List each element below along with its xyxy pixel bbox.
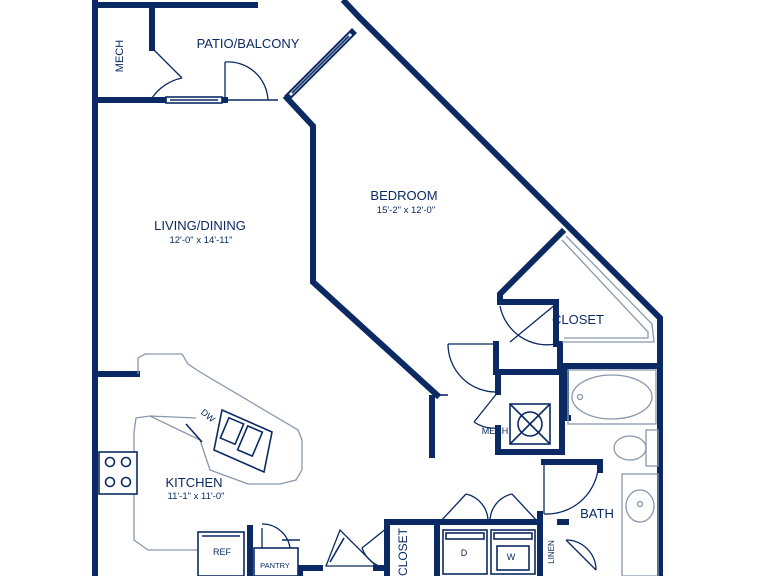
bath-label: BATH	[580, 506, 614, 521]
bath-hall-wall	[541, 459, 603, 473]
kitchen-label: KITCHEN	[165, 475, 222, 490]
exterior-wall-diagonal-east	[340, 0, 663, 371]
vanity-sink	[625, 489, 655, 523]
sink-bowl-left	[219, 416, 245, 446]
washer-label: W	[507, 552, 516, 562]
bedroom-dims: 15'-2" x 12'-0"	[377, 205, 435, 216]
bedroom-door	[437, 343, 497, 396]
washer-panel	[493, 532, 533, 540]
hall-closet-wall	[384, 519, 440, 576]
bath-door	[543, 462, 599, 515]
pantry-label: PANTRY	[260, 561, 290, 570]
bedroom-sliding-door	[284, 28, 357, 101]
doors	[151, 47, 599, 571]
linen-label: LINEN	[547, 540, 556, 564]
hall-mech-wall	[495, 369, 565, 455]
patio-door	[224, 61, 278, 101]
dryer-label: D	[461, 548, 468, 558]
bathtub-basin	[571, 374, 653, 420]
closet-bedroom-label: CLOSET	[552, 312, 604, 327]
bedroom-closet-wall	[497, 227, 567, 347]
patio-label: PATIO/BALCONY	[197, 36, 300, 51]
bath-fixtures	[567, 369, 659, 576]
pantry	[253, 547, 299, 576]
bedroom-living-wall	[282, 93, 442, 400]
hall-mech-unit	[509, 403, 551, 445]
walls	[92, 0, 663, 576]
dishwasher-marker	[185, 423, 203, 443]
entry-wall	[297, 565, 323, 576]
washer-drum	[496, 545, 530, 571]
mech-hall-label: MECH	[482, 426, 509, 436]
bedroom-closet-shelf	[561, 235, 655, 343]
mech-top-label: MECH	[114, 40, 126, 72]
kitchen-counter-inner	[149, 415, 197, 419]
dryer-panel	[445, 532, 485, 540]
dryer	[442, 529, 488, 575]
linen-door	[565, 539, 597, 571]
bathtub	[567, 369, 657, 425]
kitchen-island	[133, 353, 303, 485]
pantry-door	[261, 523, 300, 549]
bedroom-label: BEDROOM	[370, 188, 437, 203]
kitchen-sink	[213, 408, 273, 474]
kitchen-dims: 11'-1" x 11'-0"	[167, 491, 224, 502]
bath-wall	[563, 367, 571, 421]
living-label: LIVING/DINING	[154, 218, 246, 233]
refrigerator	[197, 531, 245, 576]
ref-label: REF	[213, 547, 232, 557]
kitchen-fixtures	[98, 353, 303, 576]
closet-bath-divider	[557, 341, 663, 369]
labels: MECH PATIO/BALCONY BEDROOM 15'-2" x 12'-…	[114, 36, 614, 576]
sink-bowl-right	[236, 424, 264, 458]
vanity-drain	[636, 500, 644, 508]
closet-hall-label: CLOSET	[396, 527, 410, 576]
entry-door	[325, 528, 378, 567]
patio-windows	[165, 28, 357, 104]
closet-bedroom-door	[499, 303, 557, 346]
toilet	[613, 429, 659, 467]
washer	[490, 529, 536, 575]
mech-hall-door	[473, 391, 499, 429]
living-dims: 12'-0" x 14'-11"	[169, 235, 232, 246]
dishwasher-label: DW	[199, 407, 217, 425]
vanity	[621, 473, 659, 576]
stove	[98, 451, 138, 495]
tub-drain	[576, 393, 584, 401]
mech-top-door	[151, 47, 183, 99]
laundry-doors	[439, 493, 539, 523]
hall-closet-door	[361, 527, 388, 569]
laundry	[442, 529, 536, 575]
